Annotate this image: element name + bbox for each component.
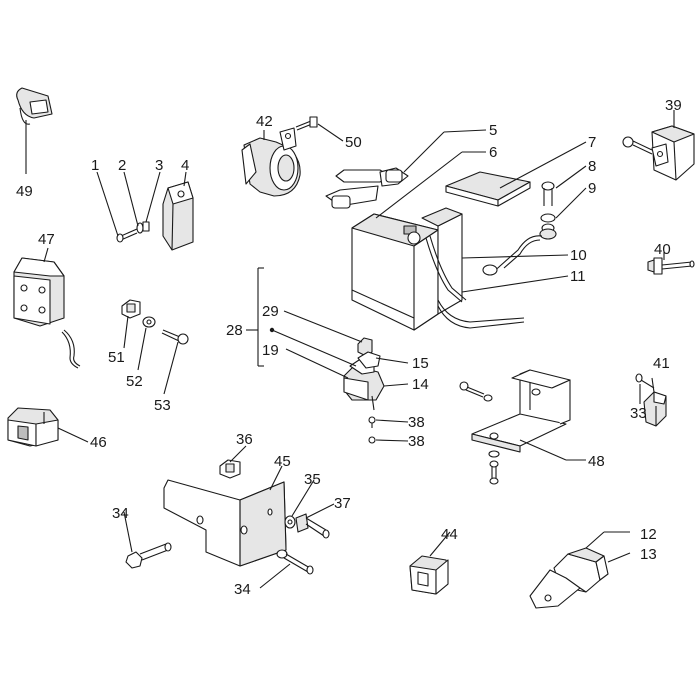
- part-53-screw: [161, 329, 189, 345]
- callout-6: 6: [489, 144, 497, 161]
- callout-45: 45: [274, 453, 291, 470]
- callout-9: 9: [588, 180, 596, 197]
- part-48-screws: [459, 381, 500, 485]
- callout-2: 2: [118, 157, 126, 174]
- part-33-screw: [635, 373, 655, 389]
- callout-41: 41: [653, 355, 670, 372]
- part-29-fuse: [357, 337, 373, 357]
- callout-15: 15: [412, 355, 429, 372]
- part-41-holder: [643, 391, 667, 427]
- callout-11: 11: [570, 268, 586, 285]
- part-13-bracket: [529, 569, 587, 609]
- part-50-bolt: [295, 116, 318, 131]
- callout-50: 50: [345, 134, 362, 151]
- callout-4: 4: [181, 157, 189, 174]
- callout-36: 36: [236, 431, 253, 448]
- part-1-screw: [116, 228, 138, 243]
- callout-28: 28: [226, 322, 243, 339]
- part-9-washer: [539, 213, 557, 240]
- callout-34-upper: 34: [112, 505, 129, 522]
- part-42-horn: [241, 127, 301, 197]
- callout-29: 29: [262, 303, 279, 320]
- callout-12: 12: [640, 526, 657, 543]
- callout-47: 47: [38, 231, 55, 248]
- part-44-rubber-block: [409, 555, 449, 595]
- part-45-bracket: [163, 479, 287, 567]
- callout-49: 49: [16, 183, 33, 200]
- part-3-nut: [142, 221, 150, 232]
- part-46-bracket: [7, 407, 59, 447]
- part-35-washer: [284, 515, 296, 529]
- part-34-bolt-lower: [276, 549, 314, 575]
- callout-7: 7: [588, 134, 596, 151]
- callout-48: 48: [588, 453, 605, 470]
- part-40-bolt: [647, 257, 695, 275]
- part-7-pad: [445, 171, 531, 207]
- leader-lines: [25, 110, 675, 589]
- callout-44: 44: [441, 526, 458, 543]
- group-28-dot: [269, 327, 275, 333]
- part-5-strap: [335, 167, 409, 187]
- part-10-cable: [425, 235, 467, 303]
- part-51-clip-nut: [121, 299, 141, 319]
- callout-51: 51: [108, 349, 125, 366]
- part-11-breather-tube: [437, 299, 525, 329]
- callout-3: 3: [155, 157, 163, 174]
- battery: [351, 207, 463, 331]
- callout-37: 37: [334, 495, 351, 512]
- callout-1: 1: [91, 157, 99, 174]
- callout-10: 10: [570, 247, 587, 264]
- callout-38-upper: 38: [408, 414, 425, 431]
- part-15-cover: [357, 351, 381, 369]
- callout-14: 14: [412, 376, 429, 393]
- callout-35: 35: [304, 471, 321, 488]
- callout-38-lower: 38: [408, 433, 425, 450]
- callout-46: 46: [90, 434, 107, 451]
- callout-42: 42: [256, 113, 273, 130]
- part-34-bolt-upper: [125, 542, 172, 569]
- callout-13: 13: [640, 546, 657, 563]
- part-38-screws: [368, 416, 376, 444]
- part-39-relay: [622, 125, 695, 181]
- callout-52: 52: [126, 373, 143, 390]
- part-47-control-unit: [13, 257, 81, 369]
- part-14-fuse-holder: [343, 357, 385, 411]
- part-37-screw: [295, 513, 330, 539]
- part-36-clip: [219, 459, 241, 479]
- callout-8: 8: [588, 158, 596, 175]
- part-4-bracket: [162, 181, 194, 251]
- callout-labels: 49 1 2 3 4 42 50 5 6 7 8 9 10 11 39 40 4…: [16, 97, 682, 598]
- callout-19: 19: [262, 342, 279, 359]
- callout-34-lower: 34: [234, 581, 251, 598]
- callout-39: 39: [665, 97, 682, 114]
- callout-5: 5: [489, 122, 497, 139]
- callout-40: 40: [654, 241, 671, 258]
- part-48-bracket: [471, 369, 571, 453]
- part-49-clip: [16, 87, 53, 125]
- ground-cable: [482, 235, 543, 276]
- part-52-washer: [142, 316, 156, 328]
- callout-33: 33: [630, 405, 647, 422]
- callout-53: 53: [154, 397, 171, 414]
- part-8-bolt: [541, 181, 555, 206]
- part-6-strap: [325, 185, 379, 209]
